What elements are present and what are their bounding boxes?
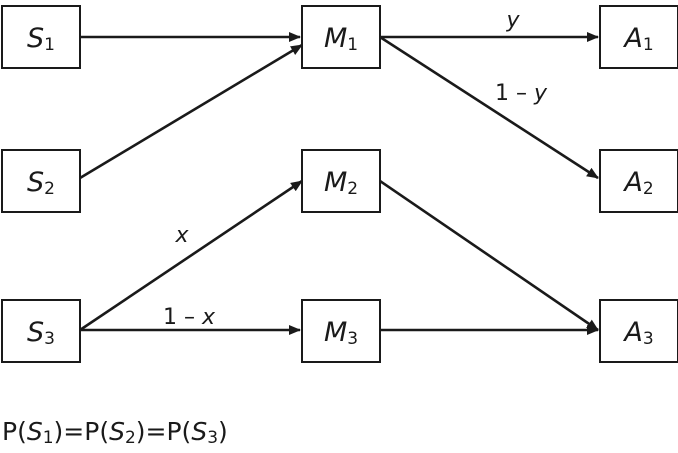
edge-s3-m3: 1 – x xyxy=(80,305,301,335)
edge-label-s3-m3: 1 – x xyxy=(163,305,216,330)
formula-eq2: )=P( xyxy=(135,417,192,446)
node-label-a2: A2 xyxy=(622,167,653,199)
node-m3: M3 xyxy=(301,299,381,363)
node-label-s1: S1 xyxy=(27,23,55,55)
formula-eq1: )=P( xyxy=(53,417,110,446)
formula-s1: S xyxy=(26,417,43,446)
edge-label-s3-m2: x xyxy=(174,223,189,248)
node-label-m3: M3 xyxy=(324,317,358,349)
node-m1: M1 xyxy=(301,5,381,69)
node-s2: S2 xyxy=(1,149,81,213)
node-label-m2: M2 xyxy=(324,167,358,199)
arrow-m2-a3 xyxy=(379,179,599,332)
node-label-a3: A3 xyxy=(622,317,653,349)
node-box-s1 xyxy=(1,5,81,69)
node-a3: A3 xyxy=(599,299,678,363)
edge-m1-a2: 1 – y xyxy=(379,35,599,180)
formula-s3: S xyxy=(191,417,208,446)
probability-formula: P(S1)=P(S2)=P(S3) xyxy=(2,417,228,448)
node-box-s2 xyxy=(1,149,81,213)
node-box-m3 xyxy=(301,299,381,363)
node-s3: S3 xyxy=(1,299,81,363)
edge-s2-m1 xyxy=(79,43,303,180)
formula-n3: 3 xyxy=(207,428,219,448)
formula-n1: 1 xyxy=(42,428,54,448)
edge-m2-a3 xyxy=(379,179,599,332)
edge-m1-a1: y xyxy=(380,8,599,42)
node-box-m1 xyxy=(301,5,381,69)
node-m2: M2 xyxy=(301,149,381,213)
formula-close: ) xyxy=(218,417,228,446)
arrow-s3-m2 xyxy=(79,179,303,332)
node-s1: S1 xyxy=(1,5,81,69)
formula-p1: P( xyxy=(2,417,27,446)
node-label-m1: M1 xyxy=(324,23,358,55)
node-box-a1 xyxy=(599,5,678,69)
node-label-s3: S3 xyxy=(27,317,55,349)
node-box-a2 xyxy=(599,149,678,213)
node-box-m2 xyxy=(301,149,381,213)
edge-label-m1-a1: y xyxy=(505,8,520,33)
node-box-s3 xyxy=(1,299,81,363)
edge-s3-m2: x xyxy=(79,179,303,332)
formula-n2: 2 xyxy=(124,428,136,448)
formula-s2: S xyxy=(109,417,125,446)
node-box-a3 xyxy=(599,299,678,363)
edge-label-m1-a2: 1 – y xyxy=(495,81,548,106)
arrow-s2-m1 xyxy=(79,43,303,180)
arrow-m1-a2 xyxy=(379,35,599,180)
node-label-a1: A1 xyxy=(622,23,653,55)
node-label-s2: S2 xyxy=(27,167,55,199)
node-a1: A1 xyxy=(599,5,678,69)
node-a2: A2 xyxy=(599,149,678,213)
edges: x 1 – x y 1 – y xyxy=(79,8,599,335)
